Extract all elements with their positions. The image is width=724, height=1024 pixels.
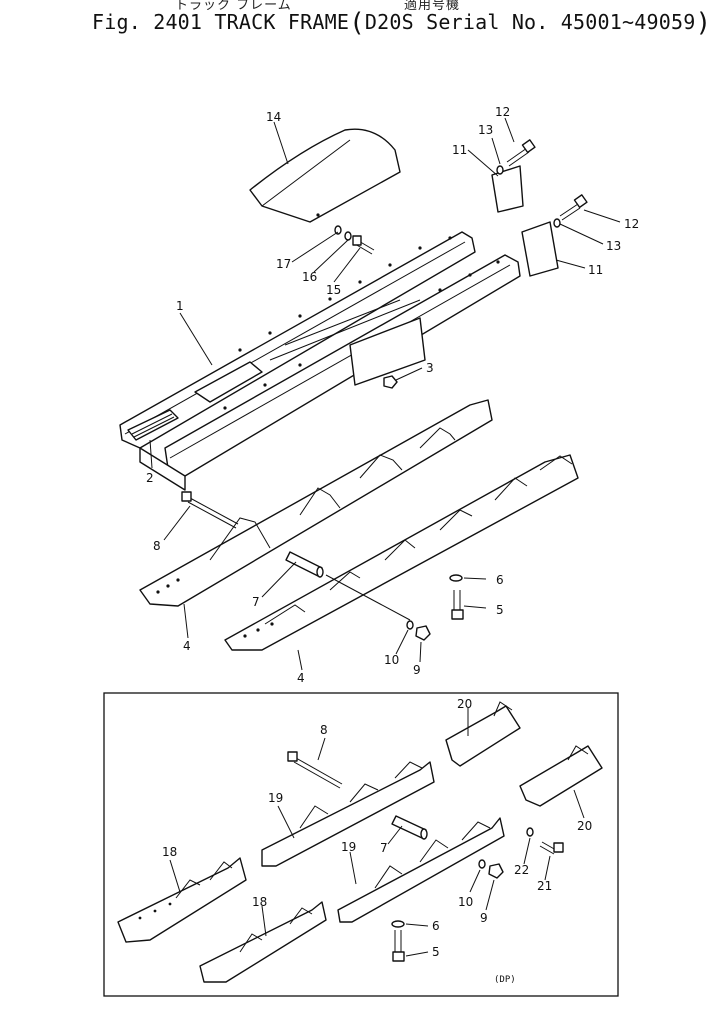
washer-part-upper (496, 165, 504, 175)
callout-17: 17 (276, 257, 291, 271)
figure-title: Fig. 2401 TRACK FRAME(D20S Serial No. 45… (92, 8, 711, 38)
washer-part-16 (344, 231, 352, 241)
japanese-applicable-models: 適用号機 (404, 0, 461, 13)
serial-range: D20S Serial No. 45001~49059 (364, 10, 696, 34)
plate-part-upper (491, 165, 524, 213)
paren-close: ) (695, 8, 712, 38)
inset-callout-6: 6 (432, 919, 440, 933)
inset-code: (DP) (494, 975, 516, 985)
bolt-part-15 (352, 235, 375, 255)
inset-bolt-5 (392, 930, 405, 962)
inset-callout-19-right: 19 (341, 840, 356, 854)
callout-11-side: 11 (588, 263, 603, 277)
callout-8: 8 (153, 539, 161, 553)
washer-part-10 (406, 620, 414, 630)
callout-12-top: 12 (495, 105, 510, 119)
callout-5: 5 (496, 603, 504, 617)
figure-title-text: Fig. 2401 TRACK FRAME (92, 10, 350, 34)
inset-callout-18-left: 18 (162, 845, 177, 859)
inset-shoe-19-left (261, 761, 435, 867)
plate-part-lower (521, 221, 559, 277)
nut-part-9 (415, 625, 431, 641)
inset-callout-20-top: 20 (457, 697, 472, 711)
inset-callout-22: 22 (514, 863, 529, 877)
japanese-title: トラック フレーム (175, 0, 292, 13)
track-guide-lower (224, 454, 579, 651)
callout-16: 16 (302, 270, 317, 284)
inset-frame (103, 692, 619, 997)
callout-13-side: 13 (606, 239, 621, 253)
inset-callout-9: 9 (480, 911, 488, 925)
washer-part-6 (449, 574, 463, 582)
track-guide-upper (139, 399, 493, 607)
callout-1: 1 (176, 299, 184, 313)
long-bolt-part (181, 491, 239, 529)
bolt-part-upper (506, 139, 536, 167)
inset-washer-22 (526, 827, 534, 837)
washer-part-side (553, 218, 561, 228)
inset-shoe-18-right (199, 901, 327, 983)
track-frame-part (119, 231, 521, 491)
inset-callout-20-right: 20 (577, 819, 592, 833)
callout-9: 9 (413, 663, 421, 677)
inset-block-20-top (445, 701, 521, 767)
inset-washer-6 (391, 920, 405, 928)
callout-2: 2 (146, 471, 154, 485)
inset-callout-19-left: 19 (268, 791, 283, 805)
callout-13-top: 13 (478, 123, 493, 137)
callout-10: 10 (384, 653, 399, 667)
inset-callout-7: 7 (380, 841, 388, 855)
inset-callout-21: 21 (537, 879, 552, 893)
callout-6: 6 (496, 573, 504, 587)
inset-pin (391, 815, 428, 840)
bolt-part-side (559, 194, 588, 221)
inset-callout-8: 8 (320, 723, 328, 737)
inset-callout-5: 5 (432, 945, 440, 959)
inset-nut-9 (488, 863, 504, 879)
callout-11-top: 11 (452, 143, 467, 157)
inset-washer-10 (478, 859, 486, 869)
callout-7: 7 (252, 595, 260, 609)
bolt-part-5 (451, 590, 464, 620)
pin-part (285, 551, 324, 578)
callout-3: 3 (426, 361, 434, 375)
washer-part-17 (334, 225, 342, 235)
callout-15: 15 (326, 283, 341, 297)
callout-4-left: 4 (183, 639, 191, 653)
guard-part (127, 409, 179, 441)
leader-lines-inset (169, 708, 585, 957)
callout-14: 14 (266, 110, 281, 124)
figure-header: トラック フレーム 適用号機 Fig. 2401 TRACK FRAME(D20… (0, 0, 724, 44)
callout-12-side: 12 (624, 217, 639, 231)
callout-4-right: 4 (297, 671, 305, 685)
inset-bolt-21 (539, 841, 564, 855)
inset-shoe-19-right (337, 817, 505, 923)
cover-part (249, 128, 401, 223)
nut-part-3 (383, 375, 398, 389)
inset-block-20-right (519, 745, 603, 807)
leader-lines-upper (149, 117, 621, 671)
paren-open: ( (349, 8, 365, 38)
inset-long-bolt (287, 751, 343, 789)
inset-callout-10: 10 (458, 895, 473, 909)
inset-callout-18-right: 18 (252, 895, 267, 909)
inset-shoe-18-left (117, 857, 247, 943)
